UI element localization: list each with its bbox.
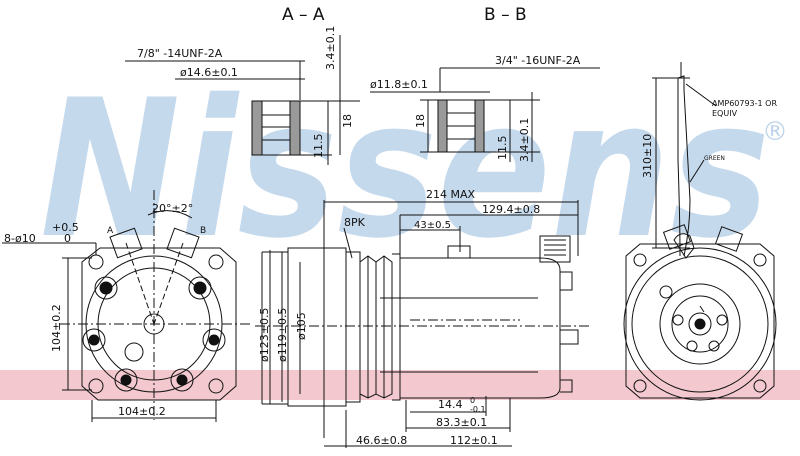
section-b-thread: 3/4" -16UNF-2A [495, 54, 581, 67]
side-length-5: 46.6±0.8 [356, 434, 407, 447]
port-label-a: A [107, 226, 114, 236]
section-title-aa: A – A [282, 5, 325, 25]
side-length-3-tol-lower: -0.1 [470, 405, 486, 414]
section-b-drawing [370, 67, 600, 162]
section-b-depth: 11.5 [496, 136, 509, 161]
port-label-b: B [200, 226, 206, 236]
rear-wire-color: GREEN [704, 155, 725, 162]
side-view-drawing [255, 200, 590, 448]
side-length-2: 43±0.5 [414, 220, 451, 231]
side-length-4: 83.3±0.1 [436, 416, 487, 429]
front-view-drawing [2, 190, 250, 422]
front-angle: 20°±2° [152, 202, 193, 215]
side-overall: 214 MAX [426, 188, 476, 201]
section-a-thread: 7/8" -14UNF-2A [137, 47, 223, 60]
section-b-top-dim: 3.4±0.1 [518, 118, 531, 162]
rear-view-drawing [623, 62, 777, 401]
side-dia-3: ø105 [295, 312, 308, 340]
side-dia-2: ø119±0.5 [276, 308, 289, 362]
side-dia-1: ø123±0.5 [258, 308, 271, 362]
front-height: 104±0.2 [50, 304, 63, 352]
front-holes-tol-lower: 0 [64, 232, 71, 245]
rear-connector: AMP60793-1 OR [712, 99, 777, 108]
rear-connector-equiv: EQUIV [712, 109, 738, 118]
section-a-top-dim: 3.4±0.1 [324, 26, 337, 70]
front-holes-tol-upper: +0.5 [52, 221, 79, 234]
side-length-3: 14.4 [438, 398, 463, 411]
rear-wire-length: 310±10 [641, 134, 654, 178]
watermark-registered-icon: ® [762, 117, 788, 147]
side-length-3-tol-upper: 0 [470, 396, 475, 405]
side-length-6: 112±0.1 [450, 434, 498, 447]
section-title-bb: B – B [484, 5, 527, 25]
section-a-height: 18 [341, 114, 354, 128]
front-width: 104±0.2 [118, 405, 166, 418]
side-pulley-type: 8PK [344, 216, 366, 229]
side-length-1: 129.4±0.8 [482, 203, 540, 216]
section-a-depth: 11.5 [312, 134, 325, 159]
section-a-drawing [125, 35, 360, 165]
section-a-dia: ø14.6±0.1 [180, 66, 238, 79]
front-holes: 8-ø10 [4, 232, 36, 245]
section-b-height: 18 [414, 114, 427, 128]
watermark-brand: Nissens [40, 59, 770, 280]
section-b-dia: ø11.8±0.1 [370, 78, 428, 91]
